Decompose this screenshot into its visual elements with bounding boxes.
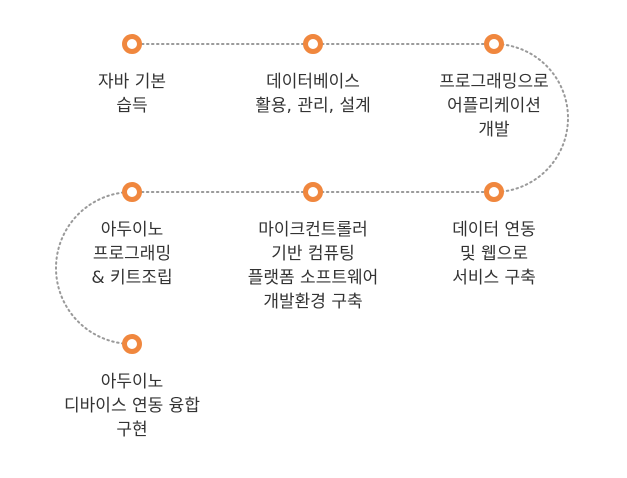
step-node-2 [303, 34, 323, 54]
step-label-6: 데이터 연동 및 웹으로 서비스 구축 [452, 220, 536, 288]
step-label-1: 자바 기본 습득 [98, 72, 166, 116]
step-label-3: 프로그래밍으로 어플리케이션 개발 [439, 72, 549, 140]
step-label-2: 데이터베이스 활용, 관리, 설계 [255, 72, 371, 116]
step-node-4 [122, 182, 142, 202]
step-node-3 [484, 34, 504, 54]
step-node-6 [484, 182, 504, 202]
step-node-7 [122, 334, 142, 354]
step-label-4: 아두이노 프로그래밍 & 키트조립 [91, 220, 173, 288]
step-node-1 [122, 34, 142, 54]
step-label-5: 마이크컨트롤러 기반 컴퓨팅 플랫폼 소프트웨어 개발환경 구축 [247, 220, 379, 312]
step-label-7: 아두이노 디바이스 연동 융합 구현 [64, 372, 200, 440]
step-node-5 [303, 182, 323, 202]
